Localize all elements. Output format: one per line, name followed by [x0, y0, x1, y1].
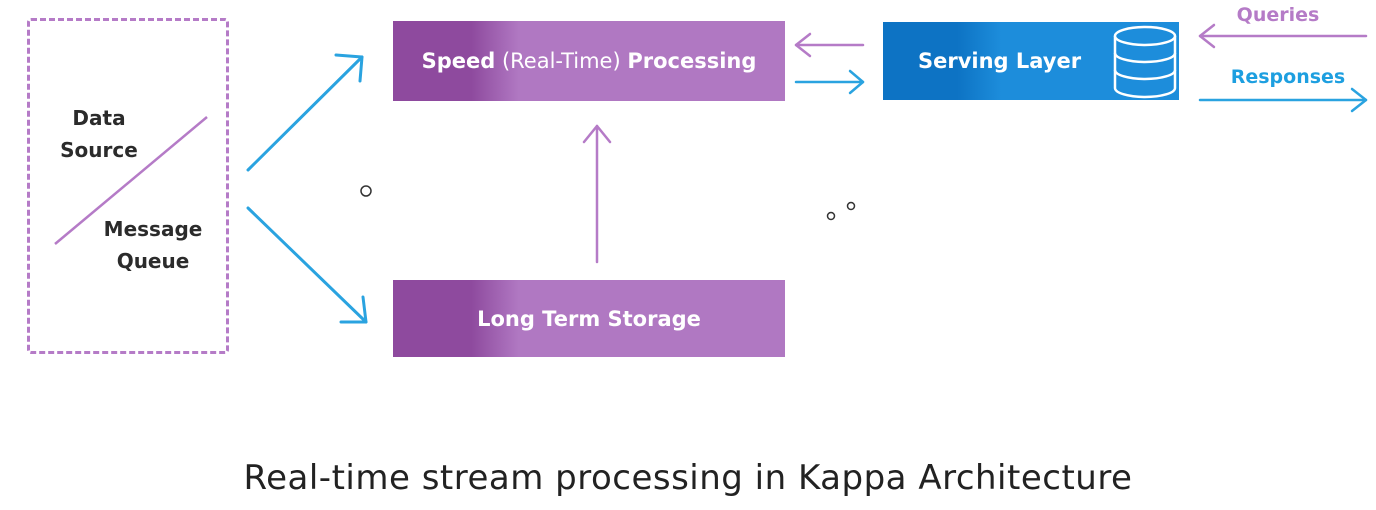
queries-arrow	[1198, 23, 1368, 49]
speed-label-a: Speed	[421, 49, 496, 73]
arrow-to-storage	[246, 206, 368, 324]
arrow-speed-to-serving	[794, 69, 865, 95]
arrow-serving-to-speed	[794, 32, 865, 58]
decorative-circle	[826, 211, 836, 221]
data-source-label: Data Source	[60, 106, 138, 162]
long-term-storage-block: Long Term Storage	[393, 280, 785, 357]
responses-arrow	[1198, 87, 1368, 113]
message-queue-label: Message Queue	[103, 217, 203, 273]
serving-layer-label: Serving Layer	[918, 49, 1082, 73]
database-icon	[1113, 25, 1177, 99]
queries-label: Queries	[1236, 4, 1320, 26]
arrow-storage-to-speed	[582, 124, 612, 264]
decorative-circle	[360, 185, 372, 197]
speed-label-b: Processing	[627, 49, 757, 73]
source-divider-line	[54, 116, 208, 245]
speed-label-realtime: (Real-Time)	[501, 49, 621, 73]
diagram-caption: Real-time stream processing in Kappa Arc…	[243, 458, 1133, 498]
responses-label: Responses	[1230, 66, 1346, 88]
decorative-circle	[846, 201, 856, 211]
speed-processing-block: Speed (Real-Time) Processing	[393, 21, 785, 101]
data-source-box	[27, 18, 229, 354]
arrow-to-speed	[246, 53, 364, 172]
